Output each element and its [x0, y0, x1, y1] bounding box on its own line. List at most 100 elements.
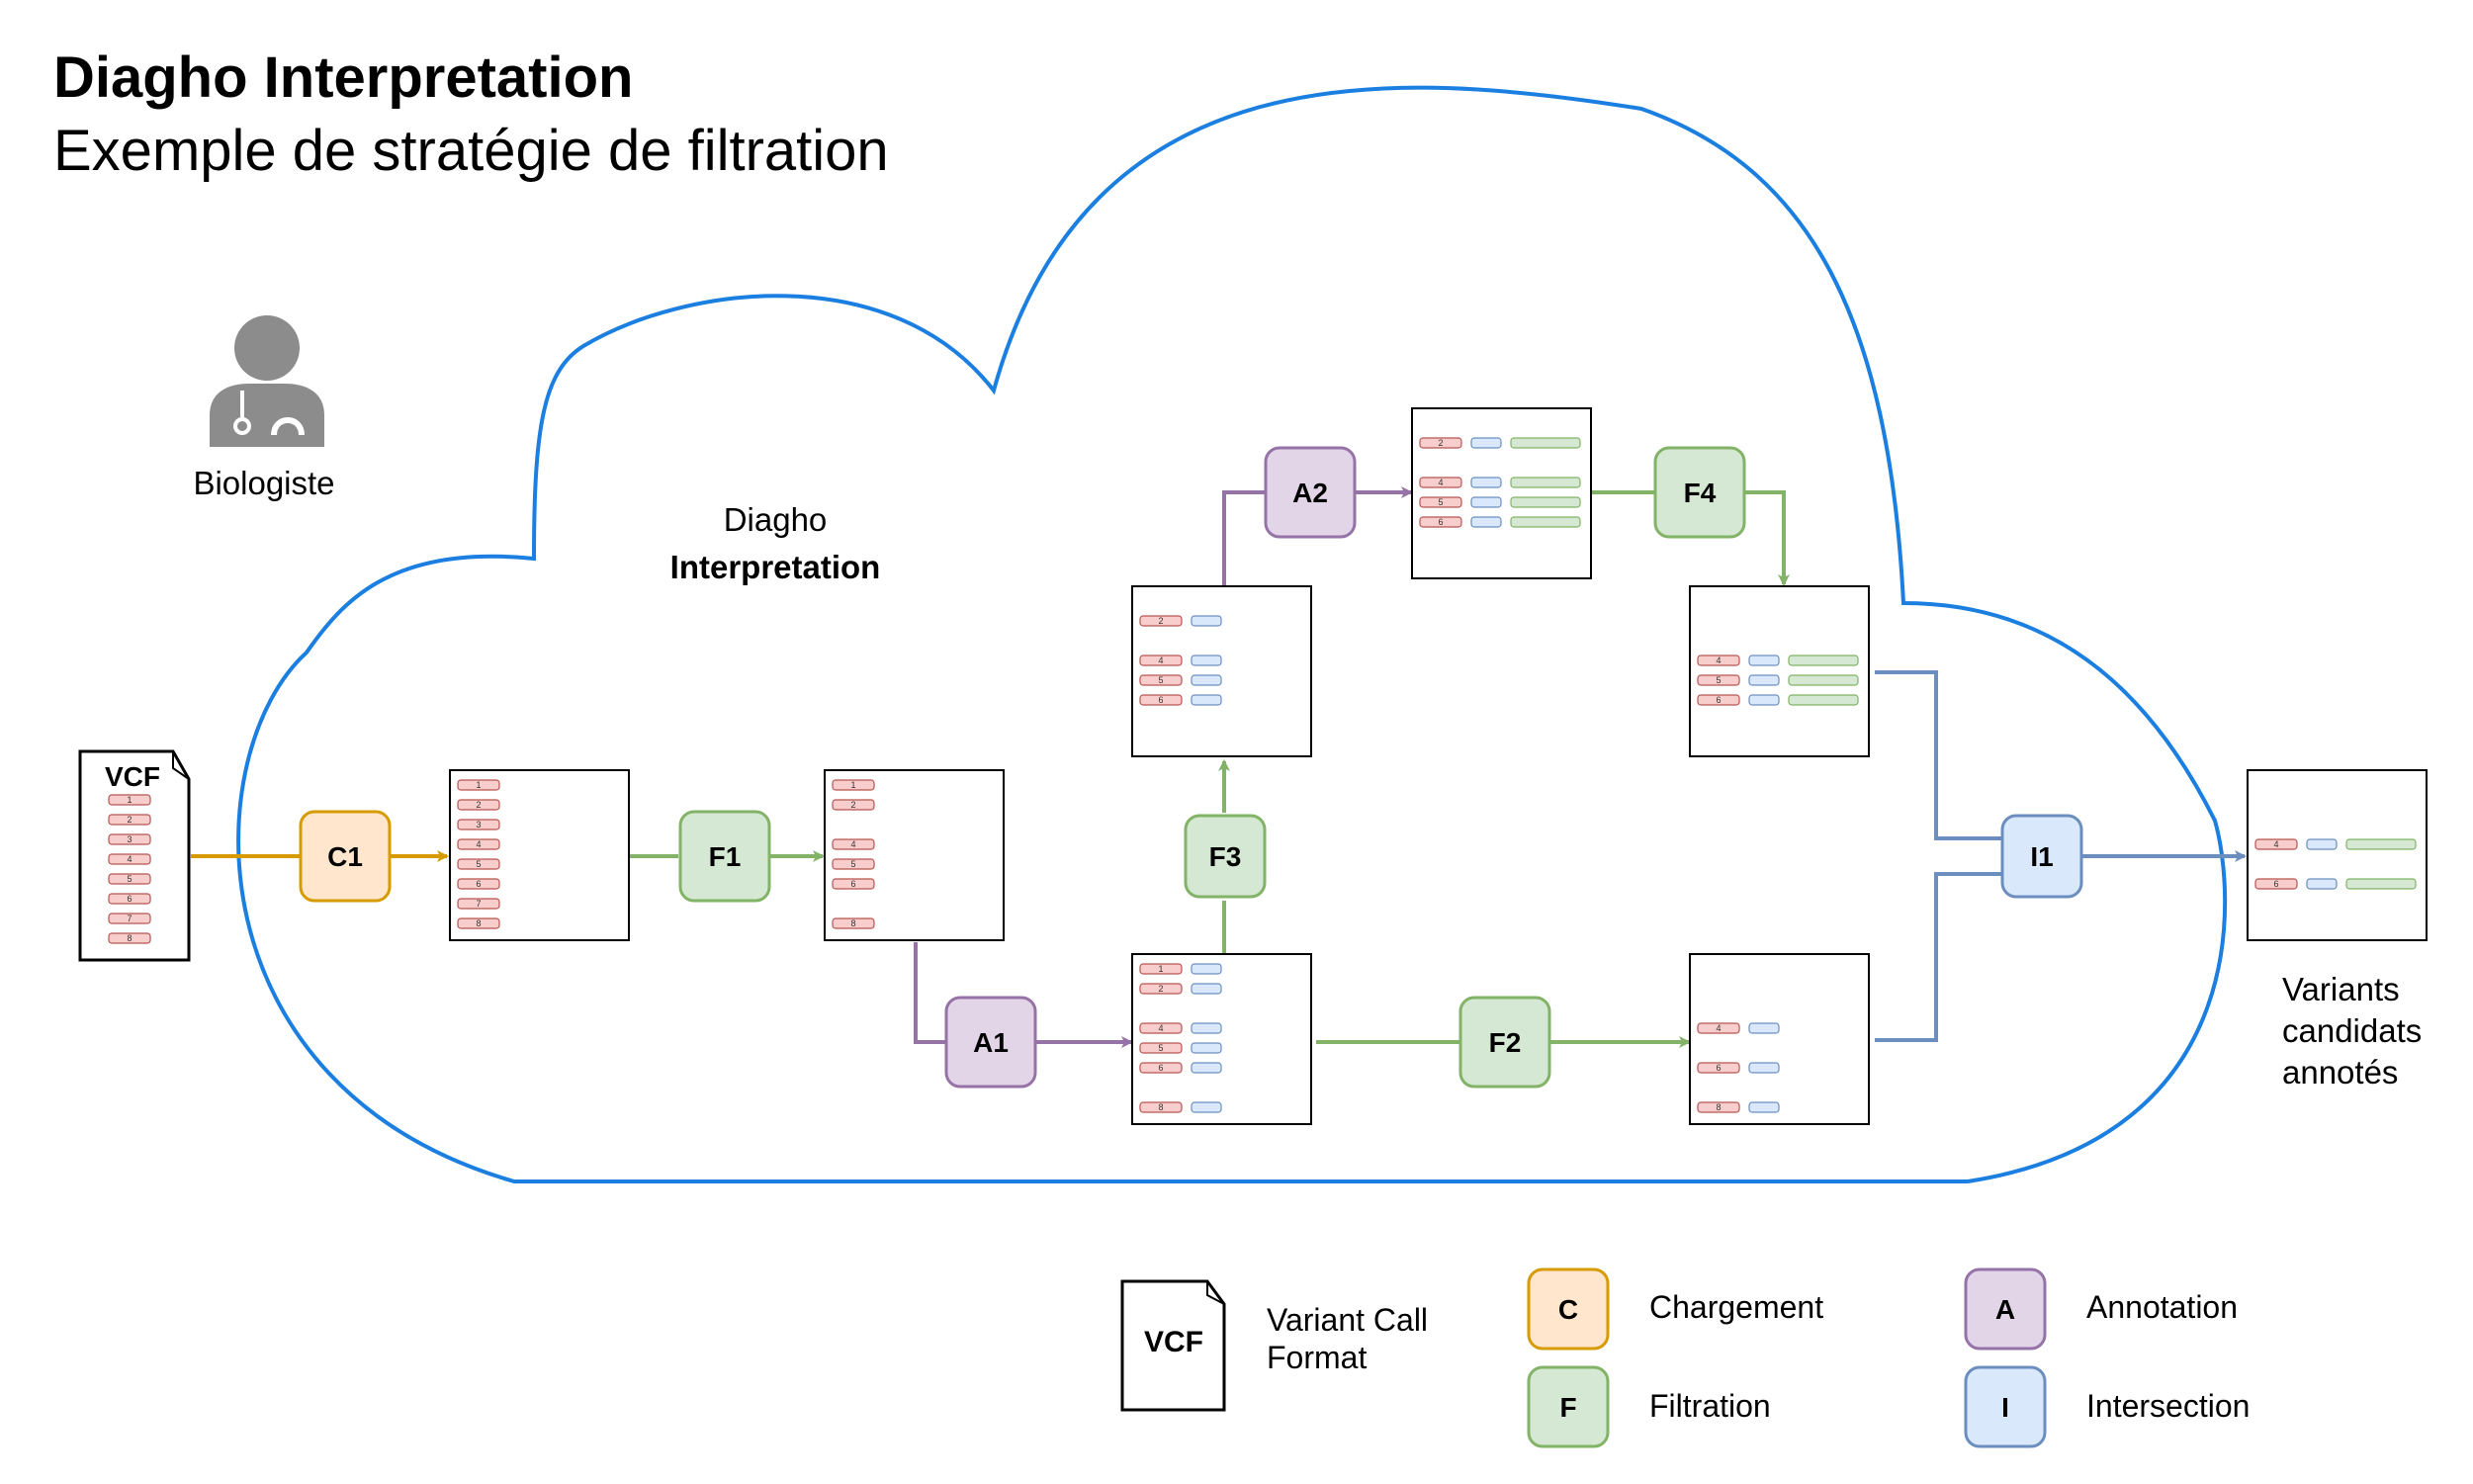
variant-row-number: 1: [1158, 964, 1163, 974]
annotation-cell: [1748, 1101, 1780, 1113]
table-after-a2: 2 4 5 6: [1411, 407, 1592, 579]
variant-row-number: 5: [1438, 497, 1443, 507]
variant-row: [108, 814, 151, 826]
variant-row: [1419, 516, 1462, 528]
variant-row-number: 6: [1158, 1063, 1163, 1073]
variant-row: [832, 838, 875, 850]
legend-chargement-text: Chargement: [1649, 1289, 1823, 1325]
annotation-cell: [2345, 878, 2417, 890]
variant-row-number: 2: [127, 815, 132, 825]
legend-vcf: VCF Variant Call Format: [1120, 1279, 1428, 1412]
annotation-cell: [1191, 674, 1222, 686]
variant-row-number: 3: [127, 834, 132, 844]
variant-row: [1697, 655, 1740, 666]
variant-row-number: 5: [1716, 675, 1721, 685]
variant-row: [832, 779, 875, 791]
variant-row-number: 7: [476, 899, 481, 909]
variant-row-number: 4: [1716, 655, 1721, 665]
variant-row-number: 6: [850, 879, 855, 889]
edge-f4-table: [1744, 490, 1790, 586]
variant-row: [108, 913, 151, 924]
legend-annotation-text: Annotation: [2086, 1289, 2238, 1325]
step-f4: F4: [1653, 446, 1746, 539]
variant-row: [457, 819, 500, 830]
variant-row: [1697, 1022, 1740, 1034]
legend-intersection-badge: I: [2001, 1392, 2009, 1423]
variant-row: [108, 833, 151, 845]
variant-row-number: 4: [1158, 1023, 1163, 1033]
annotation-cell: [1191, 983, 1222, 995]
table-after-f2: 468: [1689, 953, 1870, 1125]
variant-row: [457, 917, 500, 929]
variant-row-number: 4: [1716, 1023, 1721, 1033]
legend-chargement-badge: C: [1558, 1294, 1578, 1325]
annotation-cell: [1748, 674, 1780, 686]
variant-row: [1139, 1022, 1183, 1034]
variant-row: [1419, 496, 1462, 508]
edge-table-a2: [1222, 490, 1266, 586]
annotation-cell: [1748, 1022, 1780, 1034]
variant-row: [457, 858, 500, 870]
step-f1: F1: [678, 810, 771, 903]
variant-row-number: 8: [1716, 1102, 1721, 1112]
diagram-title: Diagho Interpretation: [53, 45, 633, 110]
annotation-cell: [1191, 963, 1222, 975]
variant-row-number: 8: [1158, 1102, 1163, 1112]
step-a2: A2: [1264, 446, 1357, 539]
variant-row: [108, 893, 151, 905]
annotation-cell: [1470, 477, 1502, 488]
doctor-icon: [210, 315, 324, 447]
diagram-subtitle: Exemple de stratégie de filtration: [53, 119, 889, 183]
annotation-cell: [2306, 878, 2338, 890]
connectors: [191, 486, 2247, 1048]
step-f3: F3: [1184, 814, 1267, 899]
variant-row-number: 6: [476, 879, 481, 889]
output-label-line1: Variants: [2282, 971, 2400, 1007]
annotation-cell: [1510, 516, 1581, 528]
variant-row: [1139, 963, 1183, 975]
annotation-cell: [1191, 1042, 1222, 1054]
annotation-cell: [1191, 655, 1222, 666]
legend-vcf-line1: Variant Call: [1267, 1302, 1428, 1338]
legend-filtration-text: Filtration: [1649, 1388, 1771, 1424]
variant-row: [832, 858, 875, 870]
annotation-cell: [1748, 694, 1780, 706]
annotation-cell: [1470, 516, 1502, 528]
variant-row-number: 6: [127, 894, 132, 904]
variant-row: [1139, 694, 1183, 706]
legend-vcf-line2: Format: [1267, 1340, 1367, 1375]
variant-row-number: 8: [850, 918, 855, 928]
variant-row: [457, 898, 500, 910]
variant-row: [457, 799, 500, 811]
variant-row: [108, 873, 151, 885]
variant-row: [1139, 655, 1183, 666]
annotation-cell: [1470, 496, 1502, 508]
edge-table-a1: [914, 942, 946, 1044]
variant-row-number: 4: [2273, 839, 2278, 849]
annotation-cell: [1748, 1062, 1780, 1074]
annotation-cell: [1191, 694, 1222, 706]
variant-row: [1139, 1101, 1183, 1113]
variant-row-number: 2: [1158, 984, 1163, 994]
annotation-cell: [1191, 615, 1222, 627]
variant-row-number: 2: [1158, 616, 1163, 626]
variant-row-number: 6: [1438, 517, 1443, 527]
table-after-f4: 456: [1689, 585, 1870, 757]
variant-row-number: 8: [127, 933, 132, 943]
step-f3-label: F3: [1209, 841, 1242, 872]
variant-row-number: 2: [476, 800, 481, 810]
annotation-cell: [1748, 655, 1780, 666]
variant-row: [1139, 983, 1183, 995]
annotation-cell: [1788, 674, 1859, 686]
variant-row: [1697, 674, 1740, 686]
step-a1-label: A1: [973, 1027, 1009, 1058]
variant-row-number: 2: [1438, 438, 1443, 448]
table-output: 46: [2247, 769, 2428, 941]
variant-row: [832, 917, 875, 929]
variant-row-number: 6: [2273, 879, 2278, 889]
variant-row-number: 4: [1438, 478, 1443, 487]
